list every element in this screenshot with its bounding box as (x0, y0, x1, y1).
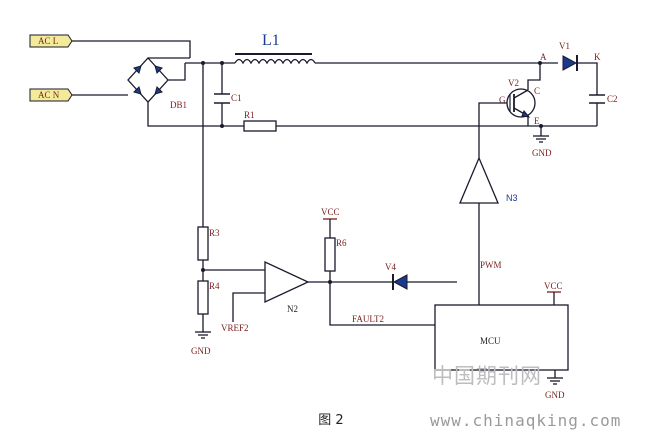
n3-label: N3 (506, 193, 518, 203)
fault2-label: FAULT2 (352, 314, 384, 324)
v1-label: V1 (559, 41, 570, 51)
comparator-n2: N2 (264, 260, 310, 314)
gate-label: G (499, 95, 506, 105)
inductor-l1: L1 (234, 32, 316, 65)
site-url: www.chinaqking.com (430, 411, 622, 430)
ac-l-label: AC L (38, 36, 58, 46)
gnd-label-divider: GND (191, 346, 211, 356)
vcc-label-mcu: VCC (544, 281, 563, 291)
vref2-label: VREF2 (221, 323, 249, 333)
v2-label: V2 (508, 78, 519, 88)
gnd-label-mcu: GND (545, 390, 565, 400)
c1-label: C1 (231, 93, 242, 103)
ac-l-terminal: AC L (29, 34, 73, 48)
driver-buffer-n3: N3 (459, 156, 518, 204)
vcc-symbol-mcu: VCC (544, 281, 563, 305)
ground-symbol-igbt: GND (532, 126, 552, 158)
resistor-r6: R6 (324, 237, 347, 272)
watermark-text: 中国期刊网 (432, 364, 542, 388)
bridge-rectifier-db1: DB1 (127, 57, 190, 127)
r1-label: R1 (244, 110, 255, 120)
figure-caption: 图 2 (318, 413, 344, 428)
n2-label: N2 (287, 304, 298, 314)
r4-label: R4 (209, 281, 220, 291)
anode-label: A (540, 52, 547, 62)
gnd-label-igbt: GND (532, 148, 552, 158)
db1-label: DB1 (170, 100, 187, 110)
capacitor-c2: C2 (589, 94, 618, 104)
diode-v1: V1 A K (540, 41, 601, 71)
diode-v4: V4 (385, 262, 408, 290)
c2-label: C2 (607, 94, 618, 104)
mcu-label: MCU (480, 336, 501, 346)
ac-n-terminal: AC N (29, 88, 73, 102)
emitter-label: E (534, 116, 540, 126)
ground-symbol-mcu: GND (545, 370, 565, 400)
capacitor-c1: C1 (214, 63, 242, 126)
r6-label: R6 (336, 238, 347, 248)
resistor-r4: R4 (197, 280, 220, 315)
vcc-symbol-r6: VCC (321, 207, 340, 220)
resistor-r1: R1 (243, 110, 277, 132)
v4-label: V4 (385, 262, 396, 272)
collector-label: C (534, 86, 540, 96)
ground-symbol-divider: GND (191, 331, 211, 356)
pwm-label: PWM (480, 260, 502, 270)
vcc-label-r6: VCC (321, 207, 340, 217)
cathode-label: K (594, 52, 601, 62)
ac-n-label: AC N (38, 90, 60, 100)
r3-label: R3 (209, 228, 220, 238)
l1-label: L1 (262, 32, 280, 49)
mcu-block: MCU (434, 304, 569, 371)
resistor-r3: R3 (197, 226, 220, 261)
igbt-v2: V2 G C E (499, 63, 541, 126)
